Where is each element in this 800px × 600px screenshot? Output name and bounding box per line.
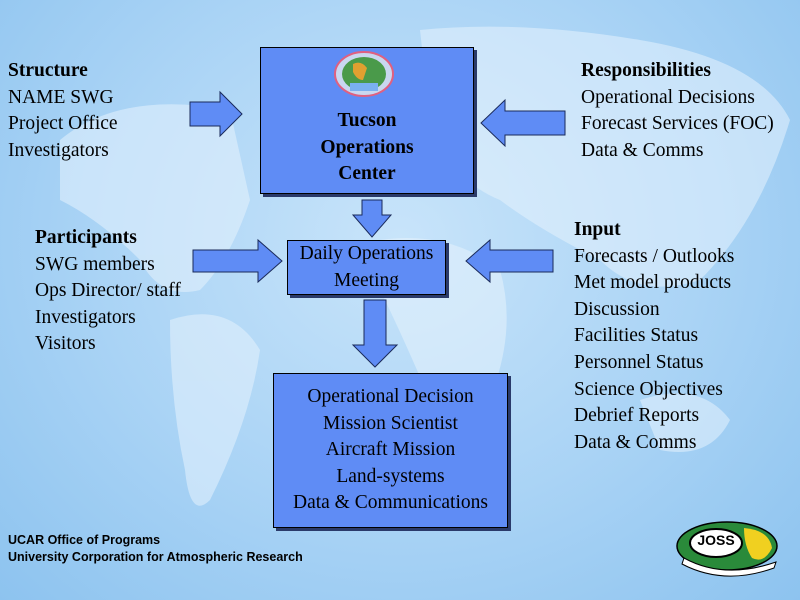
- footer: UCAR Office of Programs University Corpo…: [8, 532, 303, 566]
- list-item: Forecasts / Outlooks: [574, 245, 735, 267]
- footer-line: University Corporation for Atmospheric R…: [8, 550, 303, 564]
- joss-logo: JOSS: [674, 518, 780, 580]
- list-item: Science Objectives: [574, 378, 723, 400]
- responsibilities-heading: Responsibilities: [581, 60, 712, 81]
- center-title-line: Operations: [320, 136, 414, 158]
- footer-line: UCAR Office of Programs: [8, 533, 161, 547]
- list-item: Project Office: [8, 113, 118, 135]
- center-title-line: Center: [338, 163, 396, 185]
- list-item: Investigators: [35, 306, 136, 328]
- list-item: Visitors: [35, 333, 96, 355]
- list-item: Forecast Services (FOC): [581, 113, 774, 135]
- output-line: Land-systems: [336, 465, 445, 487]
- daily-meeting-box: Daily Operations Meeting: [287, 240, 446, 295]
- meeting-line: Daily Operations: [299, 243, 434, 264]
- structure-heading: Structure: [8, 60, 88, 81]
- responsibilities-list: Responsibilities Operational Decisions F…: [581, 58, 774, 164]
- participants-heading: Participants: [35, 227, 137, 248]
- meeting-line: Meeting: [334, 269, 399, 291]
- list-item: Investigators: [8, 139, 109, 161]
- participants-list: Participants SWG members Ops Director/ s…: [35, 225, 181, 358]
- structure-list: Structure NAME SWG Project Office Invest…: [8, 58, 118, 164]
- joss-logo-icon: [676, 521, 778, 577]
- input-heading: Input: [574, 219, 621, 240]
- list-item: Discussion: [574, 298, 660, 320]
- operations-center-box: Tucson Operations Center: [260, 47, 474, 194]
- output-line: Data & Communications: [293, 492, 488, 514]
- list-item: Data & Comms: [574, 431, 697, 453]
- joss-logo-text: JOSS: [697, 532, 735, 548]
- center-title-line: Tucson: [337, 110, 397, 131]
- list-item: Data & Comms: [581, 139, 704, 161]
- output-line: Aircraft Mission: [325, 439, 456, 461]
- input-list: Input Forecasts / Outlooks Met model pro…: [574, 217, 734, 456]
- outputs-box: Operational Decision Mission Scientist A…: [273, 373, 508, 528]
- list-item: Facilities Status: [574, 325, 699, 347]
- list-item: Debrief Reports: [574, 405, 700, 427]
- name-logo-icon: [334, 51, 394, 97]
- output-line: Mission Scientist: [323, 412, 458, 434]
- list-item: Ops Director/ staff: [35, 280, 181, 302]
- output-line: Operational Decision: [307, 386, 474, 407]
- list-item: Personnel Status: [574, 351, 704, 373]
- list-item: Operational Decisions: [581, 86, 755, 108]
- list-item: NAME SWG: [8, 86, 114, 108]
- list-item: SWG members: [35, 253, 155, 275]
- list-item: Met model products: [574, 272, 732, 294]
